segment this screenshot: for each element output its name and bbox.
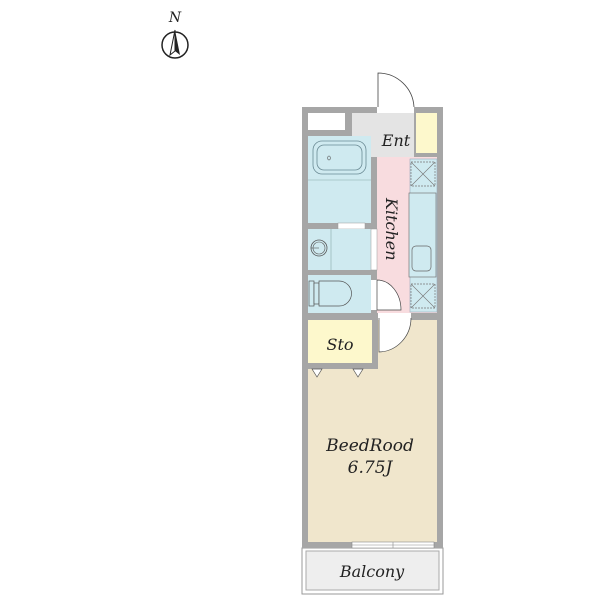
washbasin-icon [310,239,328,257]
bedroom [308,320,437,542]
kitchen-counter [408,158,438,313]
shoe-box [416,113,437,153]
sink-icon [411,245,432,272]
entrance-label: Ent [381,131,411,150]
storage-door-icon[interactable] [311,368,364,378]
north-compass-icon: N [161,10,189,59]
toilet-icon [308,280,352,307]
storage-label: Sto [326,335,353,354]
compass-label: N [168,10,182,26]
bedroom-size: 6.75J [348,458,394,478]
bathroom [308,136,371,223]
entrance-door[interactable] [377,72,415,113]
balcony-window[interactable] [351,541,435,549]
bathtub-icon [308,140,371,181]
balcony: Balcony [301,547,444,595]
storage [308,320,372,363]
bedroom-label: BeedRood [325,436,414,456]
washroom-door[interactable] [370,228,378,271]
toilet-door[interactable] [371,279,402,311]
balcony-label: Balcony [339,562,405,581]
bath-door[interactable] [337,222,366,230]
bedroom-door[interactable] [378,313,412,353]
kitchen-label: Kitchen [382,197,401,261]
closet [308,113,345,130]
